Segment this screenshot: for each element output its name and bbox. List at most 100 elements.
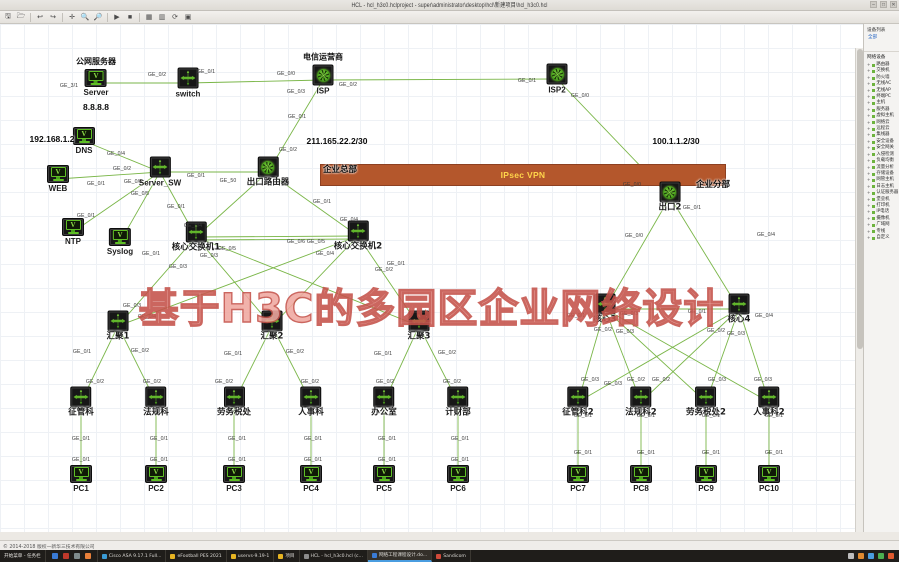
topology-link[interactable] [117,236,197,327]
device-list-item[interactable]: +集线器 [864,132,899,138]
expand-icon[interactable]: + [867,183,871,189]
node-agg1[interactable]: 汇聚1 [107,310,129,342]
expand-icon[interactable]: + [867,209,871,215]
device-list-item[interactable]: +存储设备 [864,171,899,177]
expand-icon[interactable]: + [867,94,871,100]
topology-link[interactable] [267,171,359,237]
topology-link[interactable] [322,78,558,81]
expand-icon[interactable]: + [867,138,871,144]
topology-link[interactable] [117,235,359,327]
device-list-item[interactable]: +虚拟主机 [864,113,899,119]
taskbar-task-button[interactable]: Cisco ASA 9.17.1 Full... [98,550,167,562]
topology-link[interactable] [604,196,671,310]
expand-icon[interactable]: + [867,151,871,157]
topology-link[interactable] [195,235,359,238]
device-list-item[interactable]: +专线 [864,229,899,235]
expand-icon[interactable]: + [867,177,871,183]
expand-icon[interactable]: + [867,196,871,202]
node-server-sw[interactable]: Server_SW [139,156,181,188]
device-list-item[interactable]: +交换机 [864,68,899,74]
node-core4[interactable]: 核心4 [728,293,750,325]
topology-link[interactable] [72,171,161,233]
explorer-icon[interactable] [51,553,58,559]
expand-icon[interactable]: + [867,106,871,112]
device-list-item[interactable]: +路由器 [864,62,899,68]
topology-link[interactable] [195,238,359,241]
node-dept-faguike2[interactable]: 法规科2 [625,386,657,418]
topology-link[interactable] [195,171,269,238]
device-list-item[interactable]: +网管主机 [864,177,899,183]
node-isp2[interactable]: ISP2 [546,63,568,95]
expand-icon[interactable]: + [867,119,871,125]
expand-icon[interactable]: + [867,170,871,176]
node-agg3[interactable]: 汇聚3 [408,310,430,342]
media-icon[interactable] [62,553,69,559]
device-list-item[interactable]: +IP电话 [864,209,899,215]
device-list-item[interactable]: +堡垒机 [864,197,899,203]
network-tray-icon[interactable] [848,553,854,559]
expand-icon[interactable]: + [867,87,871,93]
power-tray-icon[interactable] [888,553,894,559]
expand-icon[interactable]: + [867,126,871,132]
zoom-out-button[interactable]: 🔎 [93,14,103,21]
node-dept-zhengguanke[interactable]: 征管科 [68,386,94,418]
taskbar-tasks[interactable]: Cisco ASA 9.17.1 Full...eFootball PES 20… [98,550,471,562]
node-dept-zhengguanke2[interactable]: 征管科2 [562,386,594,418]
device-list-item[interactable]: +自定义 [864,235,899,241]
node-agg2[interactable]: 汇聚2 [261,310,283,342]
node-core-sw1[interactable]: 核心交换机1 [172,221,220,253]
expand-icon[interactable]: + [867,158,871,164]
stop-all-button[interactable]: ■ [127,13,133,21]
node-egress-router[interactable]: 出口路由器 [247,156,289,188]
start-all-button[interactable]: ▶ [114,14,120,21]
expand-icon[interactable]: + [867,132,871,138]
node-dept-faguike[interactable]: 法规科 [143,386,169,418]
device-list-item[interactable]: +服务器 [864,107,899,113]
topology-link[interactable] [57,171,161,180]
topology-link[interactable] [83,140,161,173]
expand-icon[interactable]: + [867,164,871,170]
device-list-item[interactable]: +网络云 [864,120,899,126]
taskbar-task-button[interactable]: eFootball PES 2021 [166,550,227,562]
device-list-item[interactable]: +流量分析 [864,165,899,171]
device-list-item[interactable]: +无线AP [864,88,899,94]
capture-button[interactable]: ▥ [158,14,166,21]
taskbar-task-button[interactable]: HCL - hcl_h3c0.hcl (c... [300,550,368,562]
canvas-vertical-scrollbar[interactable] [855,48,863,532]
device-list-item[interactable]: +摄像机 [864,216,899,222]
device-list-item[interactable]: +无线AC [864,81,899,87]
topology-link[interactable] [195,236,420,327]
minimize-button[interactable]: – [870,1,877,8]
taskbar-task-button[interactable]: Sandicom [432,550,471,562]
expand-icon[interactable]: + [867,228,871,234]
topology-link[interactable] [640,308,740,403]
firefox-icon[interactable] [84,553,91,559]
shield-tray-icon[interactable] [878,553,884,559]
device-list-item[interactable]: +广域网 [864,222,899,228]
window-controls[interactable]: – □ ✕ [870,1,897,8]
expand-icon[interactable]: + [867,113,871,119]
expand-icon[interactable]: + [867,81,871,87]
os-taskbar[interactable]: 开始菜单 - 任务栏 Cisco ASA 9.17.1 Full...eFoot… [0,550,899,562]
expand-icon[interactable]: + [867,74,871,80]
node-dept-renshike2[interactable]: 人事科2 [753,386,785,418]
main-toolbar[interactable]: 🖫🗁↩↪✛🔍🔎▶■▦▥⟳▣ [0,11,899,24]
system-tray[interactable] [848,553,899,559]
expand-icon[interactable]: + [867,190,871,196]
node-dept-laowushuichu2[interactable]: 劳务税处2 [686,386,726,418]
close-button[interactable]: ✕ [890,1,897,8]
device-list-item[interactable]: +终端PC [864,94,899,100]
node-dept-bangongshi[interactable]: 办公室 [371,386,397,418]
start-button[interactable]: 开始菜单 - 任务栏 [0,550,46,562]
topology-link[interactable] [577,308,740,403]
expand-icon[interactable]: + [867,62,871,67]
topology-link[interactable] [604,308,707,403]
